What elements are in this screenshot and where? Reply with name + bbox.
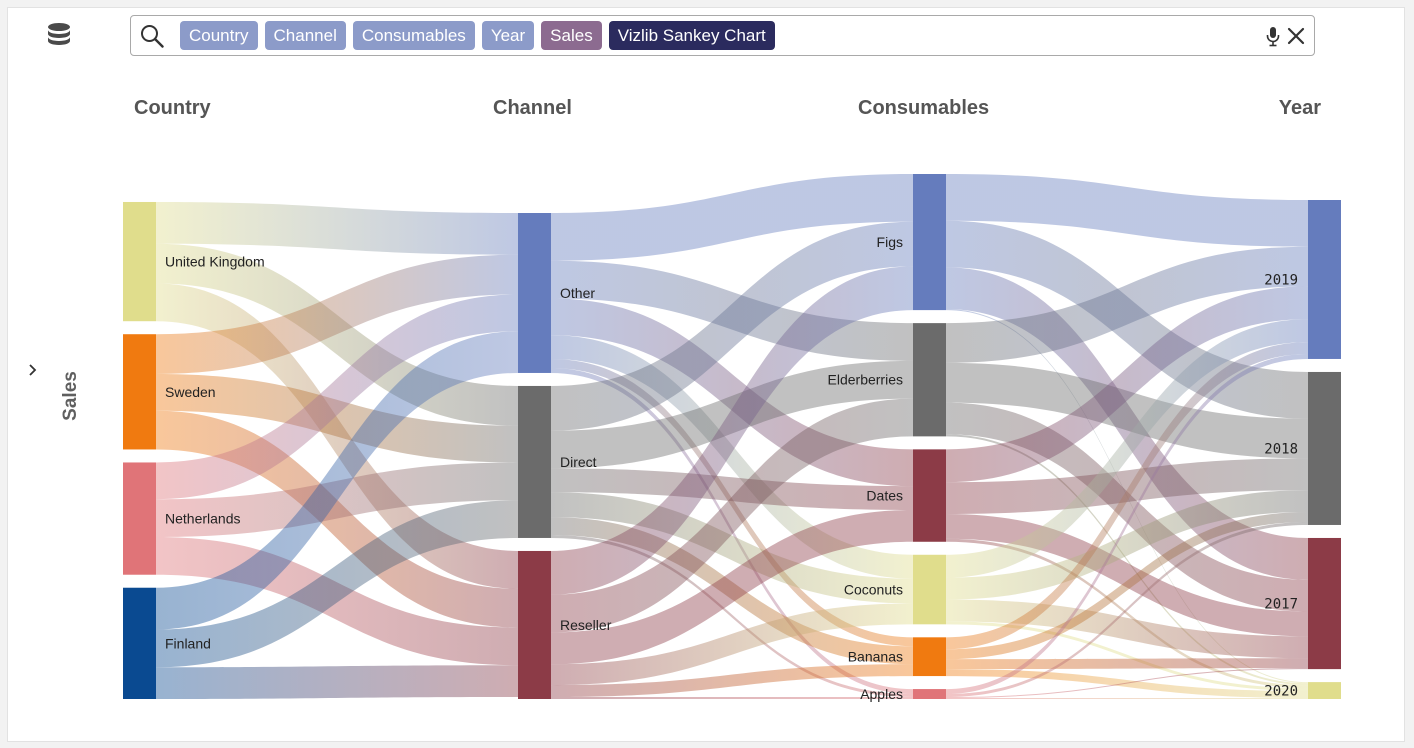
sankey-link[interactable] — [946, 669, 1308, 699]
node-label: Dates — [866, 488, 903, 504]
node-label: Elderberries — [828, 372, 903, 388]
node-label: Bananas — [848, 649, 903, 665]
node-label: Reseller — [560, 617, 612, 633]
sankey-link[interactable] — [551, 468, 913, 510]
sankey-link[interactable] — [946, 698, 1308, 699]
search-chip[interactable]: Consumables — [352, 21, 475, 50]
sankey-node[interactable] — [123, 201, 156, 322]
node-label: 2020 — [1264, 684, 1298, 700]
microphone-icon[interactable] — [1265, 26, 1281, 47]
sankey-link[interactable] — [946, 458, 1308, 514]
node-label: Apples — [860, 686, 903, 702]
sankey-link[interactable] — [946, 434, 1308, 686]
sankey-link[interactable] — [551, 335, 913, 579]
node-label: Figs — [877, 234, 903, 250]
node-label: Sweden — [165, 384, 216, 400]
sankey-link[interactable] — [156, 500, 518, 668]
sankey-node[interactable] — [913, 637, 946, 677]
sankey-node[interactable] — [1308, 537, 1341, 670]
sankey-node[interactable] — [518, 213, 551, 373]
sankey-link[interactable] — [946, 402, 1308, 612]
sankey-link[interactable] — [946, 521, 1308, 698]
sankey-link[interactable] — [946, 286, 1308, 483]
sankey-node[interactable] — [518, 385, 551, 538]
sankey-node[interactable] — [913, 174, 946, 311]
sankey-link[interactable] — [551, 174, 913, 261]
sankey-node[interactable] — [913, 449, 946, 542]
sankey-node[interactable] — [1308, 371, 1341, 525]
node-label: Direct — [560, 454, 597, 470]
node-label: Finland — [165, 635, 211, 651]
sankey-link[interactable] — [946, 353, 1308, 695]
sankey-link[interactable] — [946, 490, 1308, 600]
sankey-node[interactable] — [123, 587, 156, 699]
sankey-node[interactable] — [913, 689, 946, 699]
node-label: 2019 — [1264, 272, 1298, 288]
sankey-node[interactable] — [913, 554, 946, 625]
sankey-link[interactable] — [156, 294, 518, 500]
search-chip[interactable]: Channel — [264, 21, 346, 50]
sankey-node[interactable] — [913, 323, 946, 437]
sankey-node[interactable] — [518, 550, 551, 699]
sankey-link[interactable] — [946, 621, 1308, 692]
sankey-link[interactable] — [946, 362, 1308, 459]
sankey-link[interactable] — [946, 342, 1308, 650]
sankey-link[interactable] — [551, 603, 913, 686]
sankey-link[interactable] — [551, 534, 913, 698]
sankey-link[interactable] — [156, 373, 518, 463]
sankey-node[interactable] — [1308, 200, 1341, 359]
sankey-link[interactable] — [156, 665, 518, 699]
sankey-node[interactable] — [123, 334, 156, 450]
sankey-link[interactable] — [946, 658, 1308, 670]
sankey-link[interactable] — [551, 266, 913, 595]
sankey-link[interactable] — [946, 319, 1308, 578]
sankey-link[interactable] — [946, 538, 1308, 689]
sankey-link[interactable] — [946, 668, 1308, 699]
sankey-link[interactable] — [946, 512, 1308, 660]
node-label: United Kingdom — [165, 254, 265, 270]
node-label: 2018 — [1264, 441, 1298, 457]
sankey-link[interactable] — [946, 174, 1308, 247]
column-header-channel: Channel — [493, 97, 572, 119]
sankey-link[interactable] — [156, 201, 518, 255]
node-label: Coconuts — [844, 582, 903, 598]
sankey-link[interactable] — [551, 492, 913, 604]
sankey-link[interactable] — [551, 664, 913, 698]
column-header-year: Year — [1278, 97, 1321, 119]
node-label: 2017 — [1264, 597, 1298, 613]
sankey-link[interactable] — [551, 697, 913, 699]
search-chip[interactable]: Sales — [541, 21, 602, 50]
column-header-consumables: Consumables — [858, 97, 990, 119]
chevron-right-icon[interactable] — [27, 361, 39, 379]
sankey-link[interactable] — [946, 246, 1308, 363]
search-chip[interactable]: Year — [481, 21, 535, 50]
database-icon[interactable] — [46, 22, 72, 50]
sankey-link[interactable] — [551, 509, 913, 665]
sankey-link[interactable] — [551, 221, 913, 431]
node-label: Netherlands — [165, 511, 241, 527]
sankey-node[interactable] — [1308, 682, 1341, 699]
close-icon[interactable] — [1287, 27, 1305, 45]
search-chip[interactable]: Vizlib Sankey Chart — [608, 21, 775, 50]
search-icon — [141, 25, 164, 48]
search-chip[interactable]: Country — [180, 21, 258, 50]
sankey-link[interactable] — [156, 254, 518, 374]
column-header-country: Country — [134, 97, 211, 119]
node-label: Other — [560, 285, 595, 301]
sankey-link[interactable] — [551, 398, 913, 633]
sankey-link[interactable] — [156, 331, 518, 630]
sankey-node[interactable] — [123, 462, 156, 575]
